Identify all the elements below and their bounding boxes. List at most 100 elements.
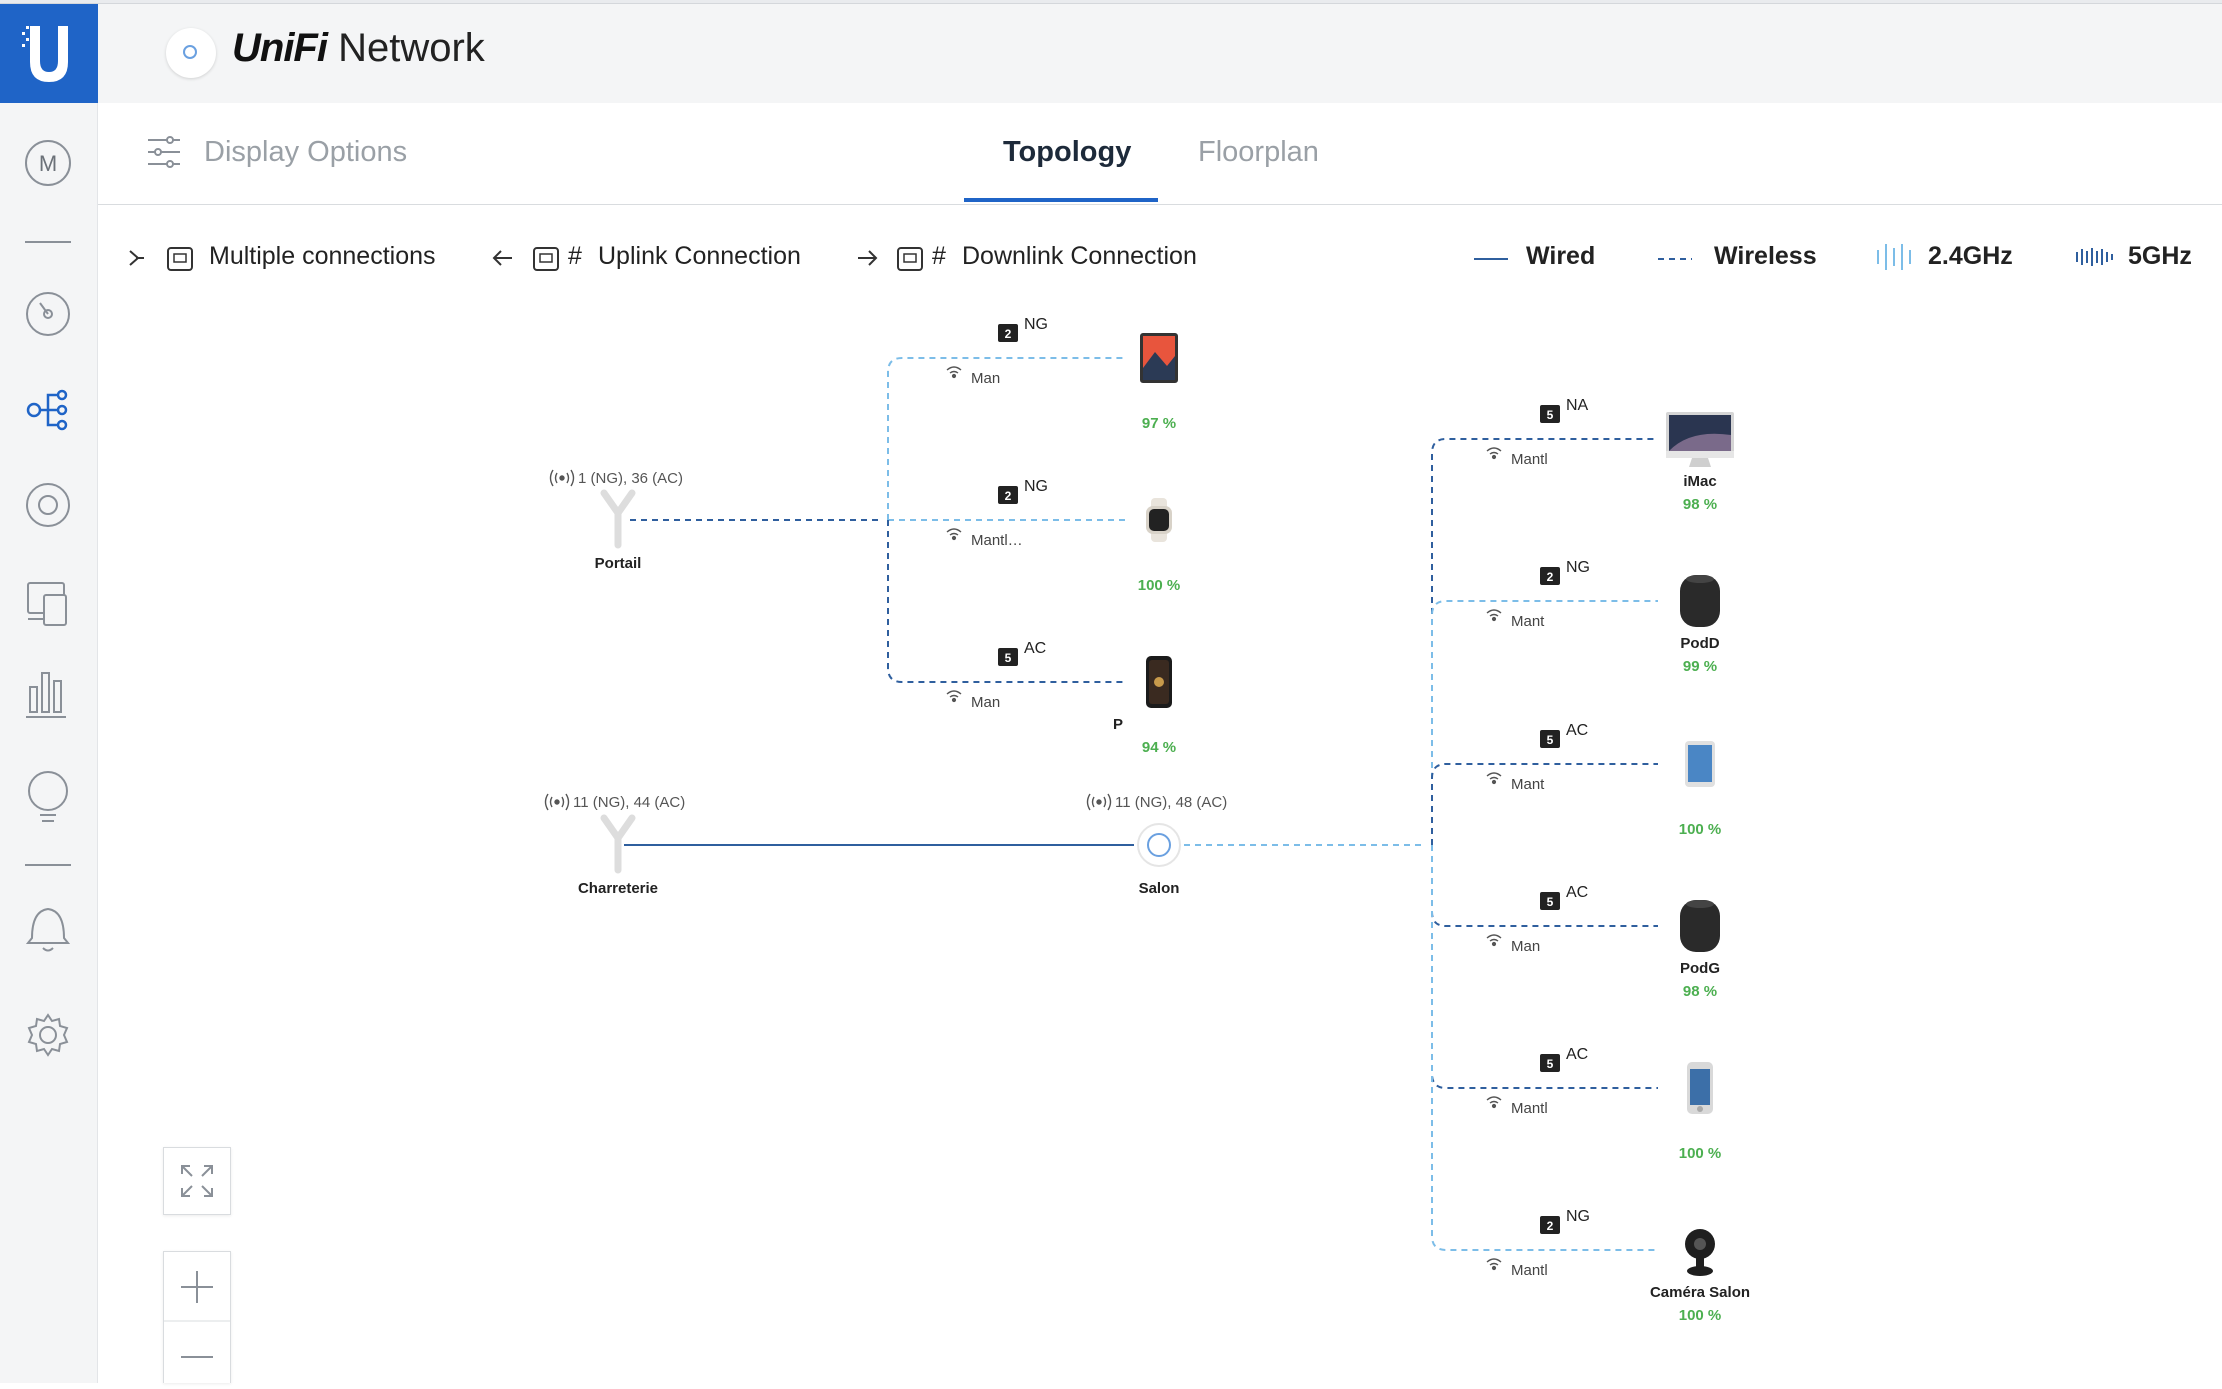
portail-ssid-0: Man (971, 370, 1001, 387)
portail-radio-icon (549, 469, 575, 487)
tab-topology[interactable]: Topology (1003, 136, 1132, 168)
legend-5ghz: 5GHz (2128, 242, 2192, 270)
salon-link-1 (1431, 600, 1658, 845)
portail-signal-1: 100 % (1137, 577, 1181, 594)
active-tab-indicator (964, 198, 1158, 202)
salon-device-3[interactable] (1680, 900, 1720, 952)
portail-ssid-2: Man (971, 694, 1001, 711)
legend-multiple-connections: Multiple connections (209, 242, 436, 270)
portail-device-0[interactable] (1140, 333, 1178, 383)
svg-text:5: 5 (1547, 408, 1554, 422)
salon-ssid-2: Mant (1511, 776, 1545, 793)
svg-text:2: 2 (1547, 570, 1554, 584)
salon-wifi-icon-3 (1486, 934, 1502, 947)
salon-band-3: AC (1566, 884, 1589, 901)
legend-wired: Wired (1526, 242, 1596, 270)
band-5ghz-icon (2076, 248, 2113, 266)
salon-device-5[interactable] (1685, 1229, 1715, 1276)
salon-band-badge-2: 5 (1540, 730, 1560, 748)
salon-wifi-icon-0 (1486, 447, 1502, 460)
portail-ssid-1: Mantl… (971, 532, 1023, 549)
tab-floorplan[interactable]: Floorplan (1198, 136, 1319, 168)
fit-view-button[interactable] (163, 1147, 231, 1215)
salon-link-4 (1431, 845, 1658, 1089)
zoom-in-icon[interactable] (181, 1271, 213, 1303)
salon-band-1: NG (1566, 559, 1590, 576)
salon-band-badge-1: 2 (1540, 567, 1560, 585)
portail-band-2: AC (1024, 640, 1047, 657)
salon-device-2[interactable] (1685, 741, 1715, 787)
display-options-icon[interactable] (146, 134, 182, 170)
wireless-line-icon (1658, 258, 1692, 260)
portail-device-2[interactable] (1146, 656, 1172, 708)
band-24ghz-icon (1877, 244, 1911, 270)
svg-text:2: 2 (1005, 489, 1012, 503)
salon-device-4[interactable] (1687, 1062, 1713, 1114)
salon-wifi-icon-2 (1486, 772, 1502, 785)
salon-wifi-icon-5 (1486, 1258, 1502, 1271)
clients-icon[interactable] (27, 582, 67, 626)
portail-client-label-2[interactable]: P (1112, 716, 1124, 733)
charreterie-radio-icon (544, 793, 570, 811)
display-options-button[interactable]: Display Options (204, 136, 408, 168)
salon-channel: 11 (NG), 48 (AC) (1115, 794, 1228, 811)
salon-device-1[interactable] (1680, 575, 1720, 627)
legend-24ghz: 2.4GHz (1928, 242, 2013, 270)
salon-client-label-5[interactable]: Caméra Salon (1649, 1284, 1751, 1301)
salon-ssid-4: Mantl (1511, 1100, 1548, 1117)
salon-ssid-3: Man (1511, 938, 1541, 955)
ap-salon-icon[interactable] (1137, 823, 1181, 867)
portail-band-badge-0: 2 (998, 324, 1018, 342)
legend-downlink: Downlink Connection (962, 242, 1197, 270)
salon-link-3 (1431, 845, 1658, 927)
salon-band-badge-4: 5 (1540, 1054, 1560, 1072)
portail-band-badge-2: 5 (998, 648, 1018, 666)
salon-signal-2: 100 % (1678, 821, 1722, 838)
ubiquiti-logo[interactable] (0, 4, 98, 103)
salon-signal-3: 98 % (1682, 983, 1718, 1000)
ap-salon-label[interactable]: Salon (1138, 880, 1180, 897)
salon-signal-1: 99 % (1682, 658, 1718, 675)
salon-band-badge-0: 5 (1540, 405, 1560, 423)
settings-icon[interactable] (27, 1013, 69, 1057)
sidebar: M (0, 103, 98, 1383)
salon-link-2 (1431, 763, 1658, 845)
ap-charreterie-label[interactable]: Charreterie (577, 880, 659, 897)
app-header (98, 4, 2222, 103)
salon-client-label-3[interactable]: PodG (1680, 960, 1720, 977)
ap-portail-icon[interactable] (600, 489, 636, 549)
statistics-icon[interactable] (26, 672, 66, 718)
insights-icon[interactable] (28, 771, 68, 822)
topology-icon[interactable] (26, 389, 68, 431)
ap-charreterie-icon[interactable] (600, 814, 636, 874)
portail-link-2 (887, 520, 1127, 683)
salon-band-2: AC (1566, 722, 1589, 739)
wired-line-icon (1474, 258, 1508, 260)
svg-text:5: 5 (1547, 895, 1554, 909)
site-selector-icon[interactable] (166, 28, 216, 78)
avatar-letter: M (38, 151, 58, 176)
salon-wifi-icon-4 (1486, 1096, 1502, 1109)
salon-ssid-5: Mantl (1511, 1262, 1548, 1279)
salon-device-0[interactable] (1666, 412, 1734, 467)
alerts-icon[interactable] (25, 907, 71, 952)
salon-band-0: NA (1566, 397, 1589, 414)
salon-band-5: NG (1566, 1208, 1590, 1225)
dashboard-icon[interactable] (26, 292, 70, 336)
portail-wifi-icon-2 (946, 690, 962, 703)
app-title: UniFi Network (232, 26, 485, 71)
portail-device-1[interactable] (1146, 498, 1172, 542)
brand-unifi: UniFi (232, 26, 328, 70)
sidebar-icons (25, 140, 71, 1057)
salon-client-label-0[interactable]: iMac (1683, 473, 1717, 490)
avatar[interactable] (25, 140, 71, 186)
portail-signal-0: 97 % (1141, 415, 1177, 432)
devices-icon[interactable] (26, 483, 70, 527)
portail-wifi-icon-1 (946, 528, 962, 541)
ap-portail-label[interactable]: Portail (594, 555, 642, 572)
legend-uplink: Uplink Connection (598, 242, 801, 270)
portail-signal-2: 94 % (1141, 739, 1177, 756)
salon-client-label-1[interactable]: PodD (1680, 635, 1720, 652)
salon-band-badge-3: 5 (1540, 892, 1560, 910)
